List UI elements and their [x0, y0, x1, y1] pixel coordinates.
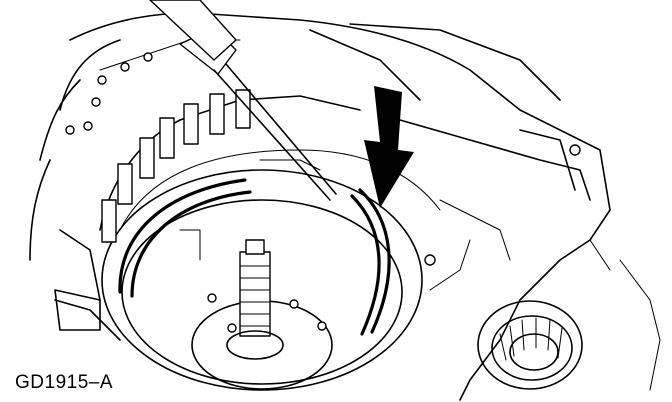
bolt-holes [65, 52, 581, 266]
down-arrow-icon [364, 86, 414, 208]
center-shaft [191, 239, 333, 390]
screwdriver-icon [149, 0, 337, 201]
snap-ring [118, 159, 391, 336]
transmission-case [29, 12, 661, 401]
figure-label: GD1915–A [15, 372, 114, 393]
bearing [477, 300, 583, 390]
clutch-drum [99, 89, 441, 391]
